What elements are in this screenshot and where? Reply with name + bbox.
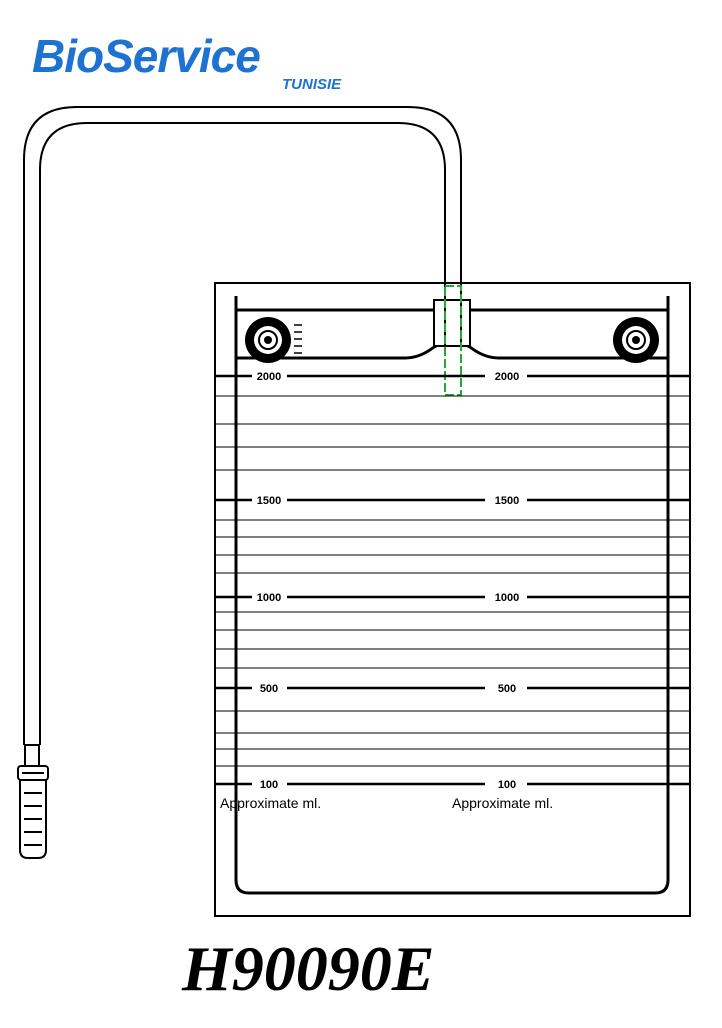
brand-country: TUNISIE <box>282 76 342 93</box>
drainage-tube <box>23 106 462 745</box>
scale-label-left: 500 <box>260 683 278 695</box>
graduation-mark-1500: 1500 1500 <box>215 495 690 507</box>
scale-label-left: 100 <box>260 779 278 791</box>
unit-label-right: Approximate ml. <box>452 795 553 811</box>
scale-label-right: 1500 <box>495 495 519 507</box>
scale-label-left: 1500 <box>257 495 281 507</box>
graduation-mark-2000: 2000 2000 <box>215 371 690 383</box>
bag-outline <box>214 282 691 917</box>
graduation-mark-100: 100 100 <box>215 779 690 791</box>
brand-name: BioService <box>32 30 260 82</box>
inlet-tube-highlight <box>444 285 462 396</box>
graduation-mark-1000: 1000 1000 <box>215 592 690 604</box>
bag-inner-seal <box>234 296 670 895</box>
scale-label-right: 1000 <box>495 592 519 604</box>
brand-logo: BioService TUNISIE <box>32 30 342 93</box>
small-vertical-marks <box>294 324 302 354</box>
hanging-hole-icon <box>613 317 659 363</box>
horizontal-rules <box>215 395 690 767</box>
scale-label-right: 100 <box>498 779 516 791</box>
scale-label-right: 2000 <box>495 371 519 383</box>
inlet-fitting <box>433 299 471 347</box>
scale-label-left: 1000 <box>257 592 281 604</box>
model-code: H90090E <box>181 933 434 1004</box>
hanging-hole-icon <box>245 317 291 363</box>
graduation-mark-500: 500 500 <box>215 683 690 695</box>
scale-label-right: 500 <box>498 683 516 695</box>
tube-connector-icon <box>17 744 49 859</box>
unit-label-left: Approximate ml. <box>220 795 321 811</box>
scale-label-left: 2000 <box>257 371 281 383</box>
